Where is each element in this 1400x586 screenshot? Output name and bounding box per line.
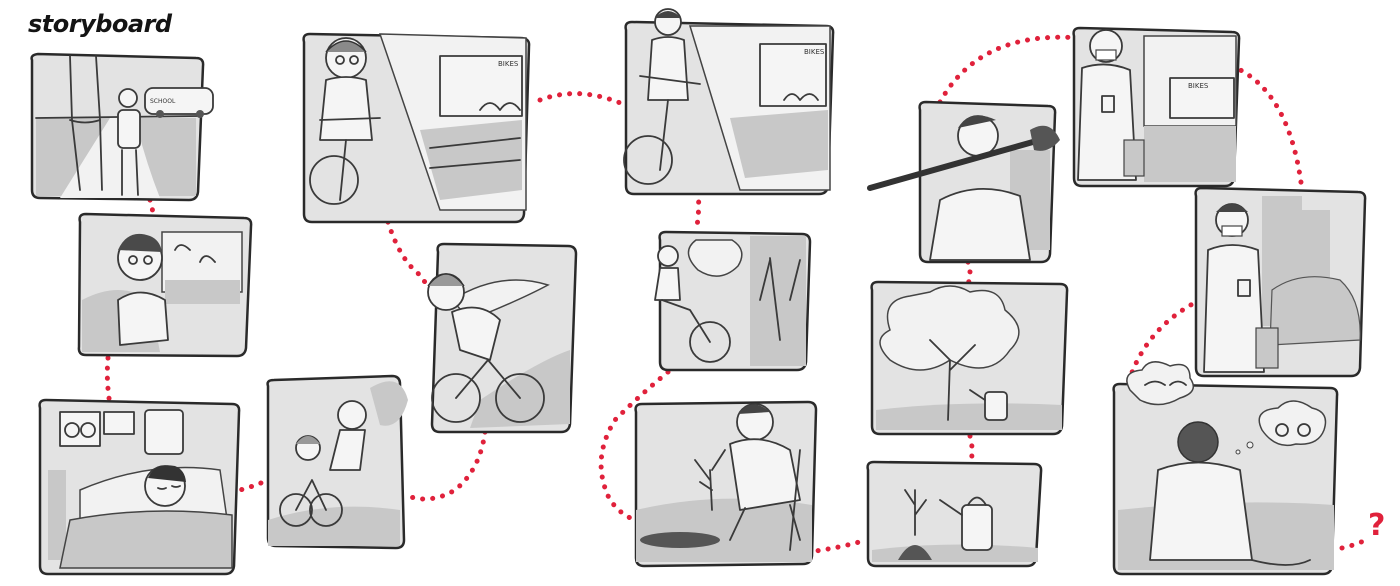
watering-can-icon — [969, 389, 1008, 421]
panel-bike-shop: BIKES — [302, 32, 531, 224]
thought-bubble-bike-icon — [1235, 400, 1327, 455]
panel-bus-window — [77, 212, 253, 358]
panel-teen-bike-shop: BIKES — [623, 8, 835, 196]
panel-thinking — [1112, 361, 1339, 576]
panel-grown-tree — [870, 280, 1069, 436]
panel-tree-cutting — [654, 230, 812, 372]
panel-sleeping — [38, 398, 241, 576]
thought-bubble-bikes-icon — [1126, 361, 1195, 406]
panel-man-with-shovel — [867, 100, 1060, 264]
bikes-sign-2: BIKES — [804, 48, 825, 56]
storyboard-title: storyboard — [28, 10, 172, 38]
panel-sapling-water-can — [866, 460, 1043, 568]
panel-walk-to-bus: SCHOOL — [30, 52, 214, 202]
watering-can-icon — [939, 496, 993, 551]
ending-question-mark: ? — [1368, 508, 1386, 543]
panel-planting-tree — [634, 400, 818, 568]
panel-man-coffee-shop: BIKES — [1072, 26, 1241, 188]
panel-learning-to-ride — [266, 374, 408, 550]
bikes-sign-3: BIKES — [1188, 82, 1209, 90]
bikes-sign-1: BIKES — [498, 60, 519, 68]
story-path — [104, 34, 1369, 555]
school-bus-icon: SCHOOL — [144, 87, 214, 118]
school-bus-sign: SCHOOL — [150, 98, 176, 105]
panel-bike-hero — [427, 242, 578, 434]
panel-man-city — [1194, 186, 1367, 378]
